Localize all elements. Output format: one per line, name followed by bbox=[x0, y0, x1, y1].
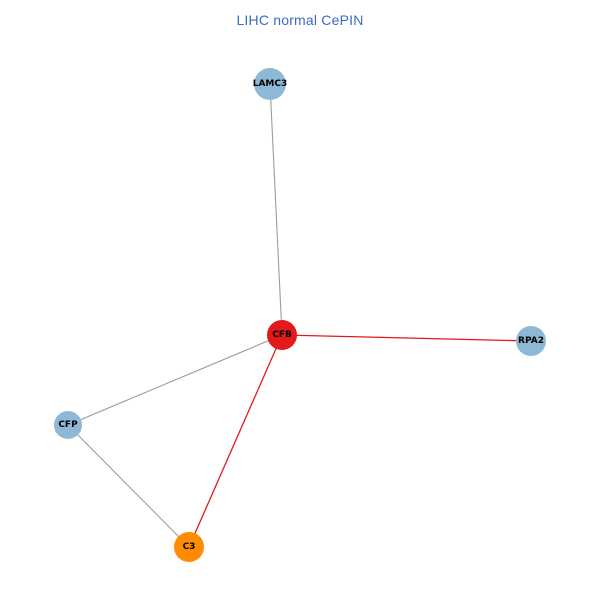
node-LAMC3: LAMC3 bbox=[253, 68, 287, 100]
node-CFB: CFB bbox=[267, 320, 297, 350]
node-circle-CFB bbox=[267, 320, 297, 350]
node-circle-RPA2 bbox=[516, 326, 546, 356]
edge-CFP-C3 bbox=[67, 424, 190, 548]
edge-CFB-CFP bbox=[67, 334, 283, 426]
edge-CFB-C3 bbox=[188, 334, 283, 548]
edge-LAMC3-CFB bbox=[269, 83, 283, 336]
node-circle-C3 bbox=[174, 532, 204, 562]
node-CFP: CFP bbox=[54, 411, 82, 439]
node-C3: C3 bbox=[174, 532, 204, 562]
node-circle-LAMC3 bbox=[254, 68, 286, 100]
plot-title: LIHC normal CePIN bbox=[236, 12, 364, 28]
node-RPA2: RPA2 bbox=[516, 326, 546, 356]
edge-CFB-RPA2 bbox=[281, 334, 532, 342]
node-circle-CFP bbox=[54, 411, 82, 439]
